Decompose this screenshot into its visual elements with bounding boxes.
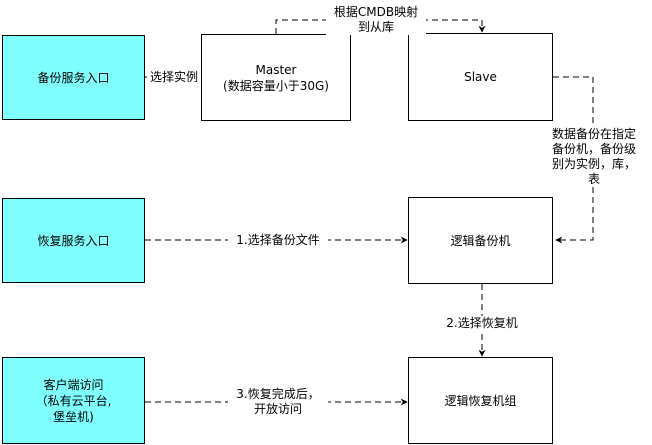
logic-backup-machine-label: 逻辑备份机 bbox=[450, 233, 511, 248]
master-node: Master (数据容量小于30G) bbox=[201, 34, 351, 121]
restore-service-entry-label: 恢复服务入口 bbox=[37, 233, 110, 248]
backup-service-entry-node: 备份服务入口 bbox=[2, 35, 145, 120]
edge-master-to-slave bbox=[275, 19, 486, 34]
backup-service-entry-label: 备份服务入口 bbox=[37, 70, 110, 85]
edge-label-backup-to-machine: 数据备份在指定 备份机，备份级 别为实例，库， 表 bbox=[538, 127, 650, 187]
edge-label-select-instance: 选择实例 bbox=[147, 70, 201, 85]
edge-label-select-restore-machine: 2.选择恢复机 bbox=[437, 316, 527, 331]
logic-restore-group-label: 逻辑恢复机组 bbox=[444, 393, 517, 408]
logic-restore-group-node: 逻辑恢复机组 bbox=[408, 357, 553, 444]
master-label: Master (数据容量小于30G) bbox=[223, 62, 329, 93]
edge-label-select-backup-file: 1.选择备份文件 bbox=[228, 233, 328, 248]
slave-node: Slave bbox=[408, 33, 553, 121]
slave-label: Slave bbox=[464, 70, 497, 84]
client-access-node: 客户端访问 （私有云平台, 堡垒机) bbox=[2, 357, 145, 444]
edge-label-restore-done-open: 3.恢复完成后， 开放访问 bbox=[228, 387, 328, 417]
edge-label-cmdb-map: 根据CMDB映射 到从库 bbox=[326, 5, 426, 35]
logic-backup-machine-node: 逻辑备份机 bbox=[408, 197, 553, 284]
restore-service-entry-node: 恢复服务入口 bbox=[2, 198, 145, 283]
client-access-label: 客户端访问 （私有云平台, 堡垒机) bbox=[35, 377, 112, 424]
